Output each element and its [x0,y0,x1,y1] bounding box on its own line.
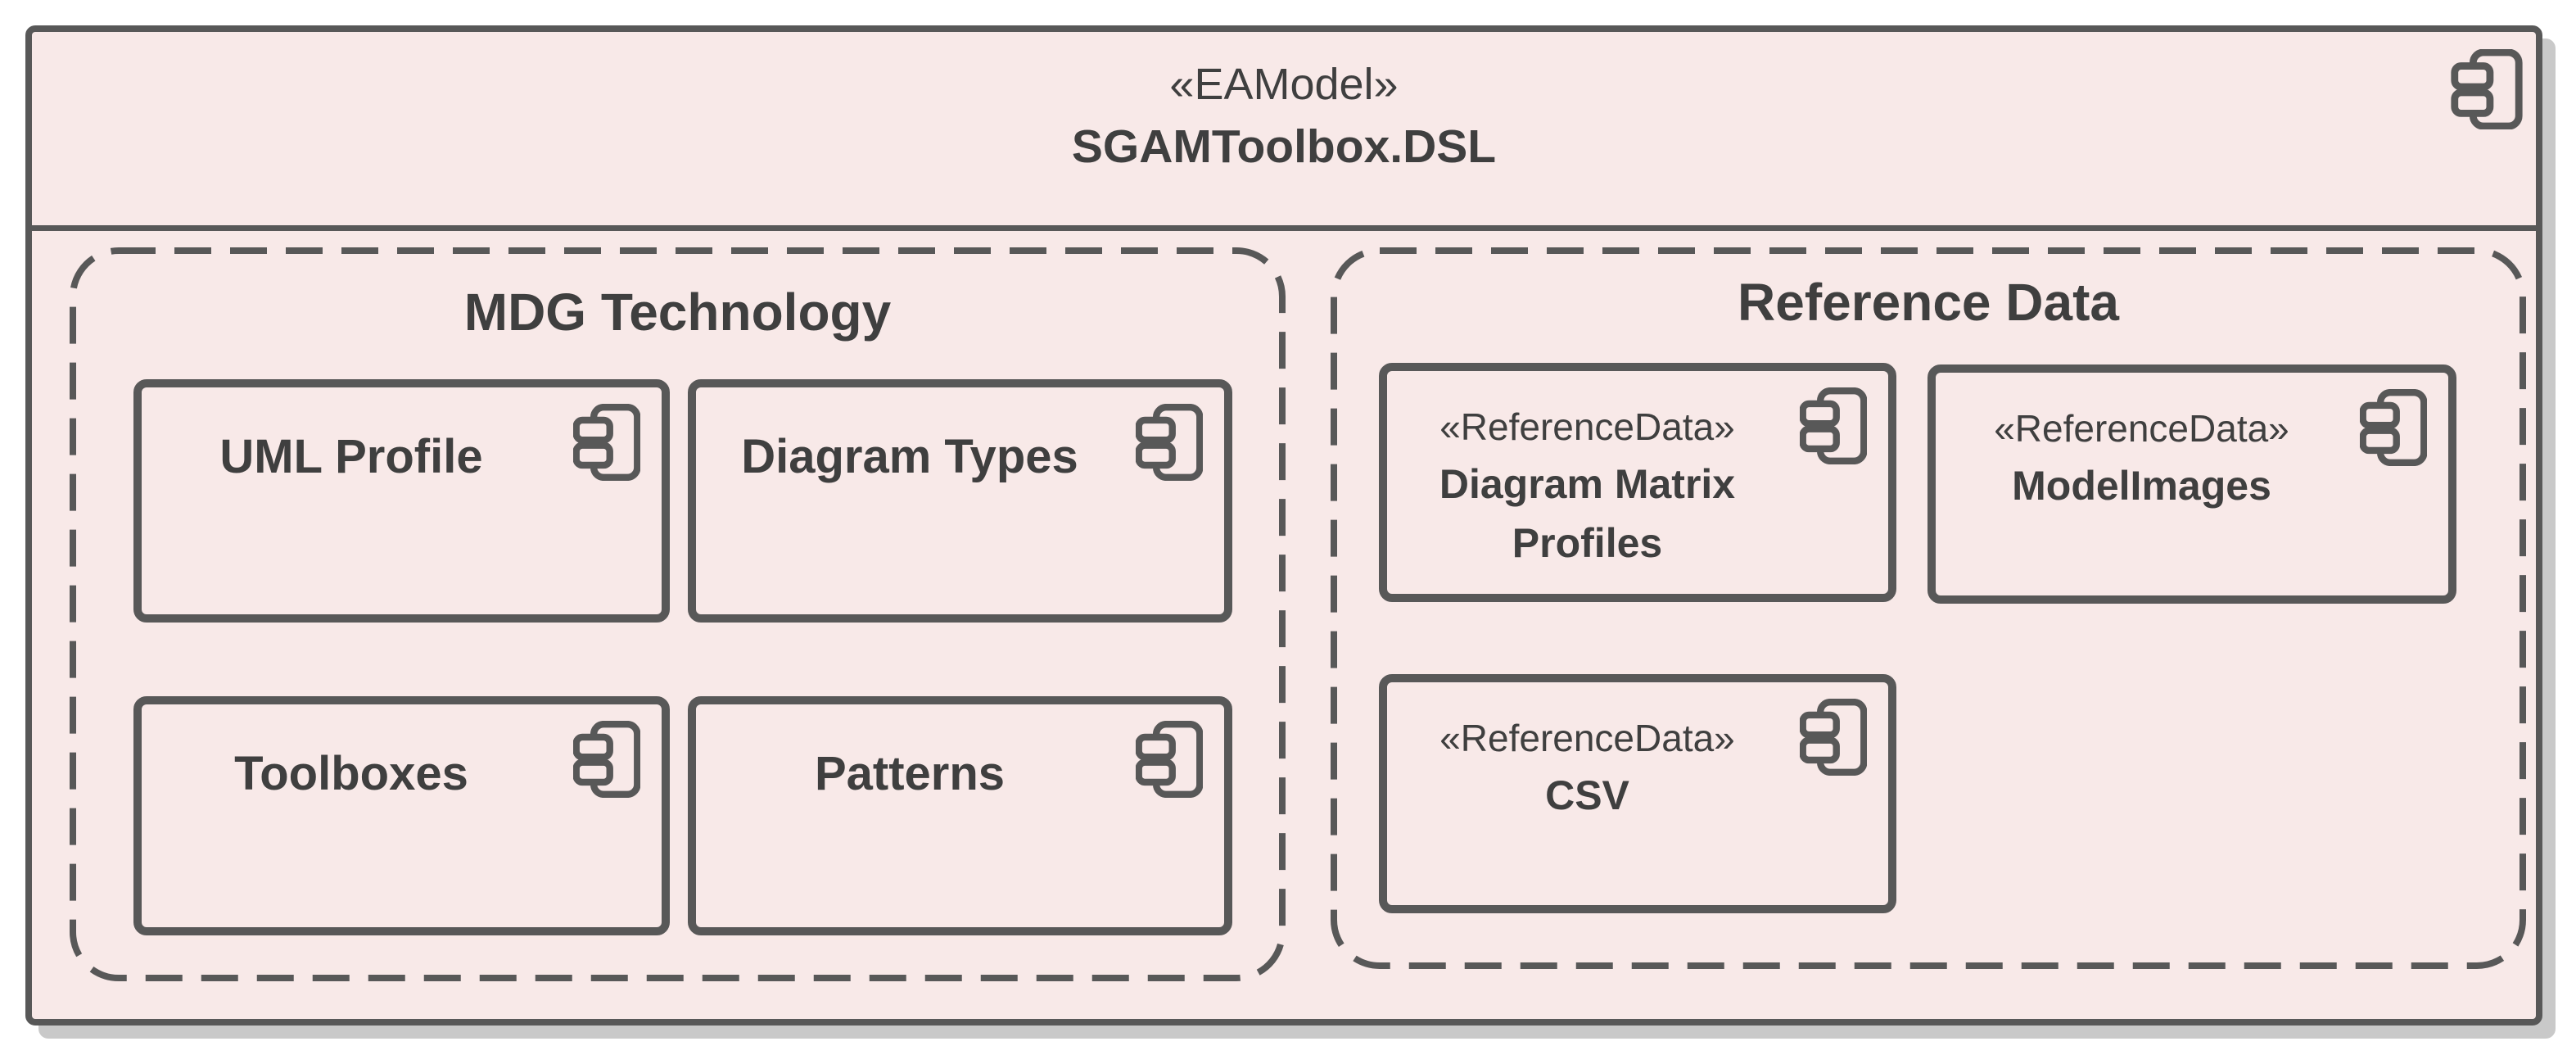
component-icon [573,404,640,481]
component-name: Toolboxes [234,747,468,800]
group-reference-data[interactable]: Reference Data «ReferenceData» Diagram M… [1331,247,2526,969]
component-icon [573,721,640,798]
package-stereotype: «EAModel» [1169,60,1399,109]
component-name: Diagram Types [741,430,1078,483]
component-patterns[interactable]: Patterns [688,696,1232,935]
component-diagram-matrix-profiles[interactable]: «ReferenceData» Diagram Matrix Profiles [1379,363,1896,602]
component-icon [2451,49,2523,129]
component-csv[interactable]: «ReferenceData» CSV [1379,674,1896,913]
group-mdg-technology[interactable]: MDG Technology UML Profile Diagram Types… [70,247,1286,981]
component-toolboxes[interactable]: Toolboxes [133,696,670,935]
component-icon [1800,387,1867,464]
dashed-boundary [1331,247,2526,969]
component-diagram-types[interactable]: Diagram Types [688,379,1232,623]
group-title-mdg: MDG Technology [463,283,892,342]
component-modelimages[interactable]: «ReferenceData» ModelImages [1927,364,2456,604]
component-name: ModelImages [2012,463,2271,509]
component-stereotype: «ReferenceData» [1994,407,2289,450]
component-name: Diagram Matrix Profiles [1439,461,1736,566]
component-stereotype: «ReferenceData» [1439,717,1735,759]
package-header: «EAModel» SGAMToolbox.DSL [32,32,2536,231]
group-title-reference: Reference Data [1738,273,2119,332]
package-name: SGAMToolbox.DSL [1071,120,1497,173]
component-icon [1136,404,1203,481]
component-name: Patterns [814,747,1006,800]
component-icon [2360,389,2427,466]
eamodel-package[interactable]: «EAModel» SGAMToolbox.DSL MDG Technology… [25,25,2542,1026]
component-stereotype: «ReferenceData» [1439,405,1735,448]
component-name: CSV [1545,772,1629,818]
component-uml-profile[interactable]: UML Profile [133,379,670,623]
component-icon [1136,721,1203,798]
dashed-boundary [70,247,1286,981]
component-icon [1800,699,1867,776]
component-name: UML Profile [219,430,483,483]
